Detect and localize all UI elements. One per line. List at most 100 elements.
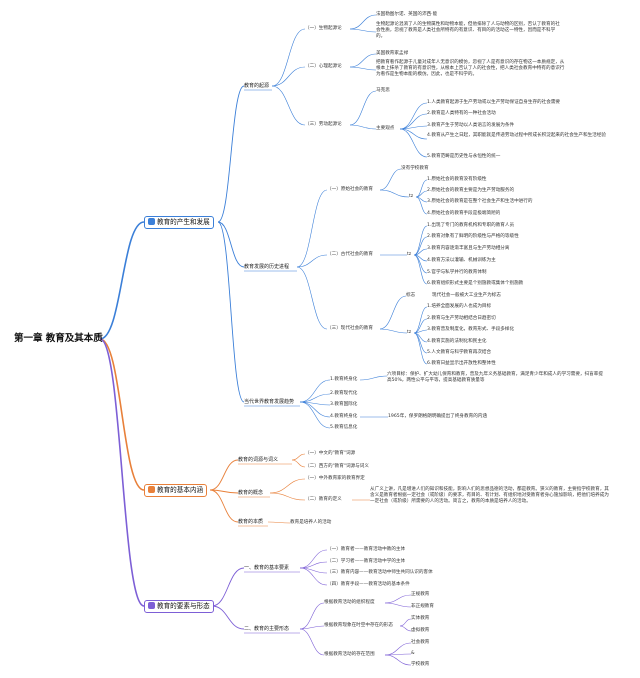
root-topic[interactable]: 第一章 教育及其本质: [14, 333, 103, 344]
connector: [379, 295, 407, 330]
modern-point: 6.教育日益显示出开放性和整体性: [427, 361, 496, 366]
connector: [349, 90, 377, 126]
primitive-note: 没有学校教育: [401, 166, 429, 171]
connector: [267, 521, 291, 524]
branch-elements-forms[interactable]: 教育的要素与形态: [144, 600, 214, 613]
connector: [399, 125, 428, 130]
modern-label[interactable]: （三）现代社会的教育: [327, 326, 373, 331]
trend-item[interactable]: 2.教育现代化: [330, 391, 358, 396]
connector: [415, 179, 428, 198]
trend-note-lifelong: 1965年，保罗朗格朗明确提出了终身教育的内涵: [388, 414, 487, 419]
ancient-label[interactable]: （二）古代社会的教育: [327, 252, 373, 257]
psy-origin-label[interactable]: （二）心理起源论: [305, 64, 342, 69]
modern-point: 3.教育普及制度化，教育形式、手段多样化: [427, 327, 515, 332]
branch-title: 教育的要素与形态: [157, 602, 210, 610]
forms-item: 社会教育: [411, 640, 430, 645]
branch-origin-development[interactable]: 教育的产生和发展: [144, 216, 214, 229]
ancient-point: 5.官学与私学并行的教育体制: [427, 270, 487, 275]
connector: [299, 625, 325, 630]
connector: [415, 196, 428, 215]
etymology-item: （二）西方的"教育"词源与词义: [305, 464, 369, 469]
modern-mark-label[interactable]: 标志: [406, 293, 416, 298]
bio-desc: 生物起源论混淆了人的生物属性和动物本能，但他排除了人与动物的区别，否认了教育的社…: [376, 22, 560, 39]
labor-point: 5.教育范畴是历史性与永恒性的统一: [427, 154, 501, 159]
connector: [399, 113, 428, 130]
topic-origin[interactable]: 教育的起源: [244, 83, 270, 89]
ancient-tag[interactable]: tz: [407, 252, 412, 257]
trend-item[interactable]: 4.教育终身化: [330, 414, 358, 419]
connector: [379, 328, 408, 334]
primitive-tag[interactable]: tz: [409, 194, 414, 199]
connector: [209, 489, 239, 523]
connector: [413, 318, 428, 334]
connector: [413, 225, 428, 256]
ancient-point: 2.教育对象有了鲜明的阶级性与严格的等级性: [427, 234, 519, 239]
primitive-label[interactable]: （一）原始社会的教育: [327, 187, 373, 192]
connector: [209, 459, 239, 491]
connector: [299, 567, 328, 586]
modern-point: 2.教育与生产劳动相结合日趋密切: [427, 316, 496, 321]
ancient-point: 4.教育方法以灌输、机械训练为主: [427, 258, 496, 263]
nature-text: 教育是培养人的活动: [290, 520, 332, 525]
concept-item: （一）中外教育家的教育界定: [305, 476, 365, 481]
branch-title: 教育的基本内涵: [157, 486, 204, 494]
topic-concept[interactable]: 教育的概念: [238, 490, 264, 496]
bio-people: 法国勒图尔诺、英国的沛西·能: [376, 12, 438, 17]
ancient-point: 3.教育内容逐渐丰富且与生产劳动相分离: [427, 246, 510, 251]
connector: [211, 567, 245, 607]
connector: [209, 489, 239, 494]
forms-item: 虚拟教育: [411, 628, 430, 633]
labor-point: 4.教育从产生之日起，其职能就是传递劳动过程中所成长积淀起来的社会生产和生活经验: [427, 133, 606, 138]
topic-etymology[interactable]: 教育的词源与词义: [238, 457, 279, 463]
forms-group-label[interactable]: 根据教育现象在时空中存在的形态: [324, 623, 393, 628]
topic-elements[interactable]: 一、教育的基本要素: [244, 565, 290, 571]
connector: [399, 128, 428, 140]
connector: [299, 393, 331, 403]
connector: [413, 306, 428, 334]
topic-nature[interactable]: 教育的本质: [238, 519, 264, 525]
primitive-point: 1.原始社会的教育没有阶级性: [427, 177, 487, 182]
connector: [296, 254, 328, 268]
ancient-point: 6.教育组织形式主要是个别施教或集体个别施教: [427, 281, 524, 286]
modern-tag[interactable]: tz: [407, 330, 412, 335]
connector: [384, 602, 412, 608]
topic-history[interactable]: 教育发展的历史进程: [244, 264, 290, 270]
branch-basic-meaning[interactable]: 教育的基本内涵: [144, 484, 208, 497]
connector: [299, 401, 331, 429]
psy-desc: 把教育看作起源于儿童对成年人无意识的模仿，忽视了人是有意识的存在物这一本质规定，…: [376, 60, 565, 77]
modern-point: 1.培养全面发展的人也成为目标: [427, 304, 492, 309]
connector: [399, 128, 428, 158]
connector: [99, 338, 145, 491]
connector: [299, 379, 331, 403]
connector: [359, 375, 388, 381]
forms-group-label[interactable]: 根据教育活动的组织程度: [324, 600, 375, 605]
topic-trends[interactable]: 当代世界教育发展趋势: [244, 399, 295, 405]
element-item: （四）教育手段——教育活动的基本条件: [327, 582, 410, 587]
connector: [413, 332, 428, 365]
trend-item[interactable]: 3.教育国际化: [330, 402, 358, 407]
trend-item[interactable]: 1.教育终身化: [330, 377, 358, 382]
connector: [299, 602, 325, 630]
forms-group-label[interactable]: 根据教育活动的存在范围: [324, 652, 375, 657]
psy-people: 美国教育家孟禄: [376, 51, 409, 56]
forms-item: &: [411, 651, 415, 656]
concept-item[interactable]: （二）教育的定义: [305, 497, 342, 502]
connector: [299, 549, 328, 569]
connector: [399, 625, 412, 632]
connector: [217, 221, 245, 268]
connector: [349, 14, 377, 30]
labor-origin-label[interactable]: （三）劳动起源论: [305, 122, 342, 127]
connector: [349, 66, 377, 71]
labor-point: 3.教育产生于劳动以人类语言的发展为条件: [427, 123, 515, 128]
concept-definition: 从广义上讲，凡是增进人们的知识和技能，影响人们的思想品德的活动，都是教育。狭义的…: [370, 487, 609, 504]
labor-people: 马克思: [376, 88, 390, 93]
bio-origin-label[interactable]: （一）生物起源论: [305, 26, 342, 31]
connector: [211, 605, 245, 630]
home-icon: [148, 486, 155, 493]
connector: [296, 189, 328, 268]
topic-forms[interactable]: 二、教育的主要形态: [244, 626, 290, 632]
labor-viewpoint[interactable]: 主要观点: [376, 126, 395, 131]
trend-item[interactable]: 5.教育信息化: [330, 425, 358, 430]
connector: [99, 338, 145, 607]
